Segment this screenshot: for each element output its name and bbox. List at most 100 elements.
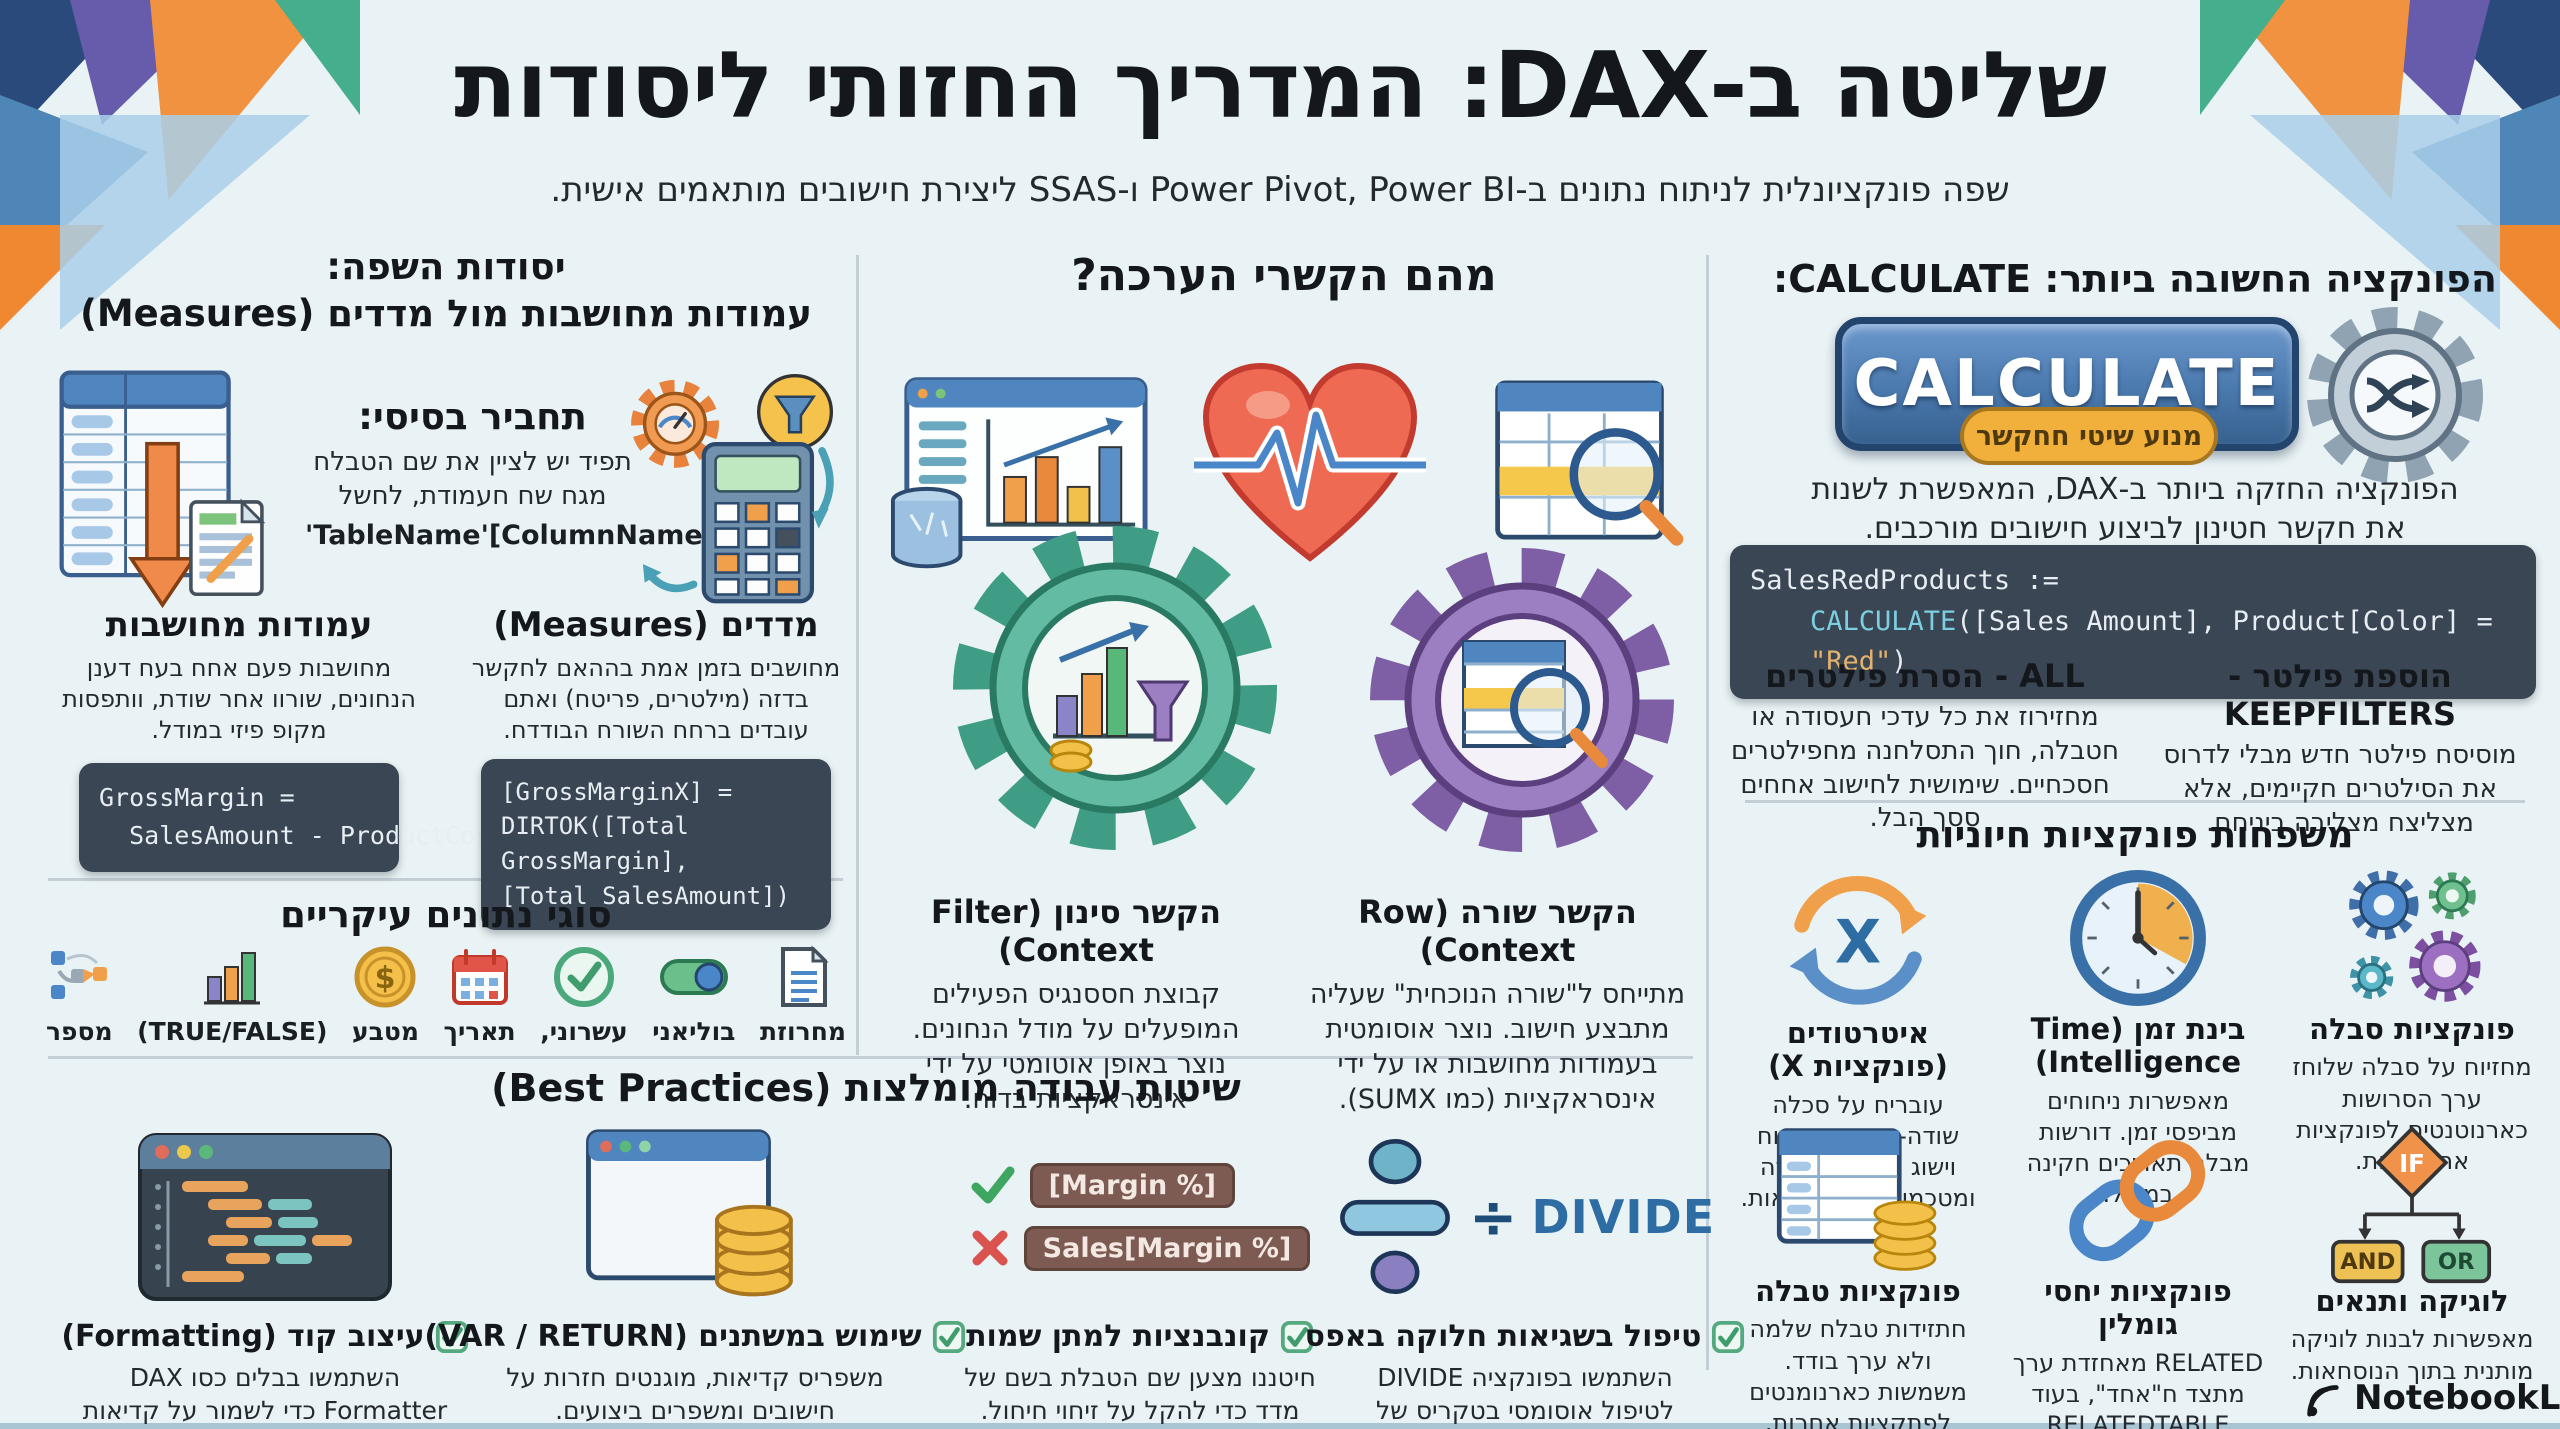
corner-decoration-top-left [0, 0, 360, 330]
good-naming-badge: [Margin %] [1029, 1162, 1236, 1208]
family-title: בינת זמן (Time Intelligence) [2030, 1012, 2246, 1080]
family-text: מאפשרות לבנות לוניקה מותנית בתוך הנוסחאו… [2290, 1325, 2534, 1385]
family-title: פונקציות טבלה [1755, 1274, 1961, 1308]
bp-title: טיפול בשגיאות חלוקה באפס [1304, 1319, 1702, 1354]
check-icon [971, 1166, 1015, 1204]
bad-naming-badge: Sales[Margin %] [1023, 1225, 1311, 1271]
divider-center-right [1706, 255, 1709, 1370]
bp-naming: [Margin %] Sales[Margin %] קונבנציות למת… [925, 1124, 1355, 1427]
code-text: ([Sales Amount], Product[Color] = [1956, 605, 2493, 637]
syntax-code: 'TableName'[ColumnName]. [305, 519, 726, 551]
notebooklm-logo-icon [2307, 1385, 2339, 1417]
cross-icon [972, 1230, 1008, 1266]
calculated-columns-title: עמודות מחושבות [105, 605, 373, 645]
calculated-column-table-icon [59, 370, 266, 609]
section-calculate: הפונקציה החשובה ביותר: CALCULATE: CALCUL… [1715, 245, 2555, 1429]
bottom-strip [0, 1423, 2560, 1429]
data-type-label: עשרוני, [540, 1017, 628, 1046]
row-context-title: הקשר שורה (Row Context) [1358, 893, 1637, 969]
dollar-symbol: $ [375, 961, 396, 996]
data-type-item: (TRUE/FALSE) [137, 945, 327, 1046]
toggle-switch-icon [659, 959, 728, 995]
measures-calculator-icon [631, 373, 834, 604]
basic-syntax-block: תחביר בסיסי: תפיד יש לציין את שם הטבלח מ… [305, 395, 726, 551]
section-best-practices: שיטות עבודה מומלצות (Best Practices) [40, 1062, 1745, 1429]
data-type-label: מטבע [351, 1017, 419, 1046]
family-table-functions: פונקציות טבלה חתזידות טבלח שלמה ולא ערך … [1723, 1125, 1993, 1429]
row-context-block: הקשר שורה (Row Context) מתייחס ל"שורה הנ… [1295, 893, 1700, 1117]
context-engine-badge: מנוע שיטי חחקשר [1960, 407, 2218, 465]
data-type-item: מספר [46, 945, 113, 1046]
heart-pulse-icon [1194, 362, 1426, 562]
clock-icon [2070, 870, 2206, 1006]
context-gear-shuffle-icon [2307, 307, 2483, 483]
code-function: CALCULATE [1810, 605, 1957, 637]
code-string: "Red" [1810, 646, 1892, 677]
brand-footer: NotebookLM [2300, 1378, 2560, 1418]
data-types-row: מספר (TRUE/FALSE) $ מטבע [46, 945, 846, 1046]
contexts-heading: מהם הקשרי הערכה? [1071, 250, 1497, 301]
bp-text: השתמשו בפונקציה DIVIDE לטיפול אוסומסי בט… [1375, 1363, 1675, 1429]
table-magnifier-icon [1495, 380, 1684, 546]
bp-divide: ÷ DIVIDE טיפול בשגיאות חלוקה באפס השתמשו… [1305, 1124, 1745, 1429]
bp-text: השתמשו בבלים כסו DAX Formatter כדי לשמור… [82, 1363, 448, 1429]
data-type-label: בוליאני [652, 1017, 736, 1046]
code-line: DIRTOK([Total GrossMargin], [501, 812, 689, 876]
bad-naming-row: Sales[Margin %] [970, 1225, 1311, 1271]
calculated-columns-block: עמודות מחושבות מחושבות פעם אחח בעח דענן … [40, 605, 505, 873]
data-type-item: $ מטבע [352, 945, 419, 1046]
divide-sign: ÷ [1468, 1182, 1518, 1251]
code-line: GrossMargin = [99, 782, 295, 812]
calculate-description: הפונקציה החזקה ביותר ב-DAX, המאפשרת לשנו… [1811, 472, 2459, 546]
measures-block: מדדים (Measures) מחושבים בזמן אמת בההאם … [460, 605, 852, 930]
if-label: IF [2399, 1149, 2425, 1178]
and-label: AND [2340, 1249, 2395, 1275]
page-subtitle: שפה פונקציונלית לניתוח נתונים ב-Power Pi… [550, 170, 2010, 210]
table-coins-icon [1776, 1128, 1937, 1271]
code-line: [GrossMarginX] = [501, 777, 733, 806]
filter-context-block: הקשר סינון (Filter Context) קבוצת חססנגי… [865, 893, 1287, 1117]
calculate-heading: הפונקציה החשובה ביותר: CALCULATE: [1773, 257, 2497, 301]
bp-title: קונבנציות למתן שמות [966, 1319, 1270, 1354]
calculate-code: SalesRedProducts := CALCULATE([Sales Amo… [1730, 545, 2536, 699]
or-label: OR [2438, 1249, 2475, 1275]
family-title: איטרטודים (פונקציות X) [1768, 1016, 1948, 1084]
section-evaluation-contexts: מהם הקשרי הערכה? [865, 245, 1703, 1115]
filter-context-gear-icon [953, 526, 1277, 850]
bp-title: שימוש במשתנים (VAR / RETURN) [424, 1319, 922, 1354]
calculated-columns-text: מחושבות פעם אחח בעח דענן הנחונים, שורוו … [62, 654, 416, 745]
code-text: ) [1891, 646, 1908, 677]
code-line: [Total SalesAmount]) [501, 881, 790, 910]
flow-diagram-icon [51, 951, 108, 999]
row-context-text: מתייחס ל"שורה הנוכחית" שעליה מתבצע חישוב… [1309, 979, 1686, 1116]
divider-best-practices [48, 1056, 1693, 1059]
bp-formatting: עיצוב קוד (Formatting) השתמשו בבלים כסו … [60, 1124, 470, 1429]
data-type-label: תאריך [443, 1017, 516, 1046]
data-type-item: תאריך [444, 945, 516, 1046]
family-logic: IF AND OR לוגיקה ותנאים מאפשרות לבנות לו… [2277, 1125, 2547, 1387]
family-text: RELATED מאחזדת ערך מתצד ח"אחד", בעוד REL… [2012, 1348, 2264, 1429]
bp-text: משפריס קדיאות, מוגנטים חזרות על חישובים … [506, 1363, 884, 1425]
family-title: לוגיקה ותנאים [2315, 1284, 2509, 1318]
if-and-or-flow-icon: IF AND OR [2331, 1126, 2492, 1284]
brand-label: NotebookLM [2354, 1378, 2560, 1418]
family-relationship-functions: פונקציות יחסי גומלין RELATED מאחזדת ערך … [2003, 1125, 2273, 1429]
family-title: פונקציות יחסי גומלין [2044, 1274, 2232, 1342]
fundamentals-heading-line1: יסודות השפה: [326, 245, 566, 288]
all-function-block: ALL - הסרת פילטרים מחזירוז את כל עדכי חע… [1725, 657, 2125, 836]
keepfilters-text: מוסיסח פילטר חדש מבלי לדרוס את הסילטרים … [2163, 740, 2517, 838]
window-database-icon [585, 1128, 793, 1296]
divide-label: DIVIDE [1531, 1189, 1716, 1244]
family-title: פונקציות סבלה [2309, 1012, 2515, 1046]
code-editor-icon [137, 1133, 392, 1301]
bar-chart-icon [204, 952, 261, 1005]
family-time-intelligence: בינת זמן (Time Intelligence) מאפשרות ניח… [2003, 863, 2273, 1210]
fundamentals-heading-line2: עמודות מחושבות מול מדדים (Measures) [79, 292, 813, 335]
measures-text: מחושבים בזמן אמת בההאם לחקשר בדזה (מילטר… [471, 654, 841, 745]
checkbox-icon [1280, 1320, 1313, 1353]
calendar-icon [451, 949, 508, 1005]
checkbox-icon [932, 1320, 965, 1353]
good-naming-row: [Margin %] [970, 1162, 1236, 1208]
families-heading: משפחות פונקציות חיוניות [1916, 813, 2354, 856]
